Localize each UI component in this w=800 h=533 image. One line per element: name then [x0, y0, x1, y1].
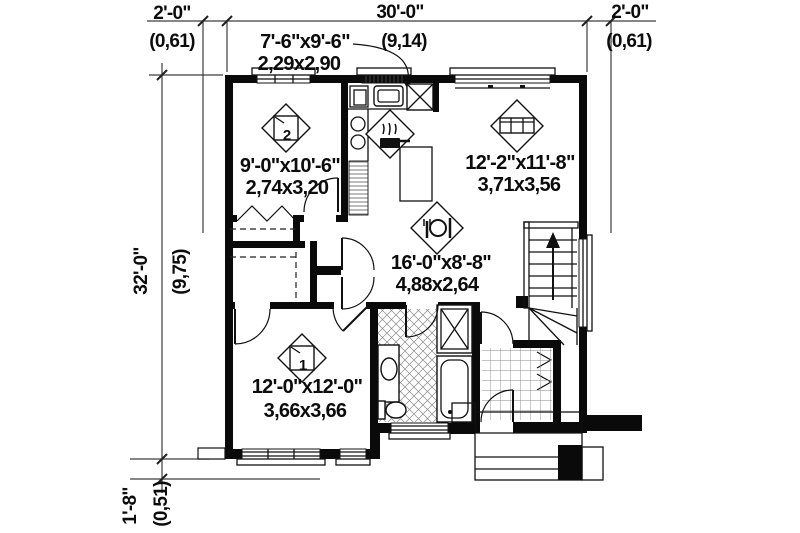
bedroom2-number: 2 [283, 127, 291, 144]
bedroom1-size-m: 3,66x3,66 [264, 400, 347, 422]
dim-left-m: (9,75) [170, 249, 191, 295]
bed-icon: 2 [261, 103, 311, 153]
dim-top-span-m: (9,14) [381, 31, 427, 52]
stair-up-arrowhead [546, 232, 560, 248]
porch [450, 402, 642, 481]
toilet-bowl [385, 401, 407, 419]
bedroom1-size-ft: 12'-0"x12'-0" [252, 376, 363, 398]
dim-bottom-m: (0,51) [151, 481, 172, 527]
dim-top-left-m: (0,61) [149, 31, 195, 52]
dim-bottom-ft: 1'-8" [120, 487, 141, 525]
dim-left-ft: 32'-0" [131, 247, 152, 294]
foyer-tile [482, 348, 552, 420]
kitchen-window [356, 67, 412, 84]
interior-walls [225, 83, 561, 459]
kitchen-sink [373, 85, 404, 107]
hall-door-upper [341, 237, 375, 271]
floor-tiles [378, 309, 552, 422]
closet-rod-2 [230, 252, 297, 300]
stair-window [578, 234, 593, 332]
dim-top-span-ft: 30'-0" [376, 2, 423, 23]
dining-size-ft: 16'-0"x8'-8" [391, 252, 491, 274]
bedroom2-door [303, 177, 339, 213]
bathroom-fixtures [377, 304, 473, 423]
bedroom2-size-m: 2,74x3,20 [246, 177, 329, 199]
porch-side-step [581, 446, 604, 481]
room-labels: 7'-6"x9'-6" 2,29x2,90 9'-0"x10'-6" 2,74x… [240, 31, 576, 422]
vanity-sink [380, 357, 398, 381]
dining-icon [410, 201, 464, 255]
cooktop-burner [350, 134, 366, 150]
kitchen-island [399, 146, 433, 202]
porch-post [558, 445, 582, 480]
dishwasher-hatch [348, 160, 369, 216]
dim-top-right-m: (0,61) [606, 31, 652, 52]
bedroom2-window [251, 67, 316, 84]
dimension-labels: 2'-0" (0,61) 30'-0" (9,14) 2'-0" (0,61) … [120, 2, 653, 527]
doors [234, 177, 514, 423]
range-box [406, 83, 434, 111]
bedroom1-number: 1 [299, 357, 307, 374]
stair-winder [528, 307, 578, 346]
bed-icon: 1 [277, 333, 327, 383]
foyer-dining-door [480, 311, 514, 345]
windows [197, 67, 593, 466]
living-window [449, 67, 556, 89]
stairs [523, 221, 579, 346]
dim-top-right-ft: 2'-0" [611, 2, 649, 23]
bedroom1-window-b [335, 448, 371, 466]
shower [436, 304, 473, 354]
kitchen-fixtures [348, 83, 439, 216]
kitchen-size-ft: 7'-6"x9'-6" [260, 31, 350, 53]
kitchen-size-m: 2,29x2,90 [258, 53, 341, 75]
bedroom1-door-right [332, 305, 369, 332]
left-jog-box [197, 447, 226, 460]
front-door [480, 389, 514, 423]
sofa-icon [490, 99, 544, 153]
cooktop-burner [350, 116, 366, 132]
toilet-tank [377, 400, 386, 420]
bedroom1-door-left [234, 308, 271, 345]
bathtub [436, 355, 473, 423]
living-size-ft: 12'-2"x11'-8" [465, 152, 575, 174]
bathroom-window [388, 422, 451, 440]
living-size-m: 3,71x3,56 [478, 174, 561, 196]
closet-bifold-doors [236, 205, 297, 222]
porch-side-bar [582, 415, 642, 431]
hall-door-lower [341, 276, 375, 310]
cooktop-icon [365, 109, 415, 159]
dim-top-left-ft: 2'-0" [153, 3, 191, 24]
dining-size-m: 4,88x2,64 [396, 274, 480, 296]
bedroom2-size-ft: 9'-0"x10'-6" [240, 155, 340, 177]
room-icons: 2 1 [261, 99, 544, 383]
bathroom-door [405, 304, 439, 338]
bedroom1-window-a [236, 448, 326, 466]
dimension-lines [130, 15, 656, 493]
